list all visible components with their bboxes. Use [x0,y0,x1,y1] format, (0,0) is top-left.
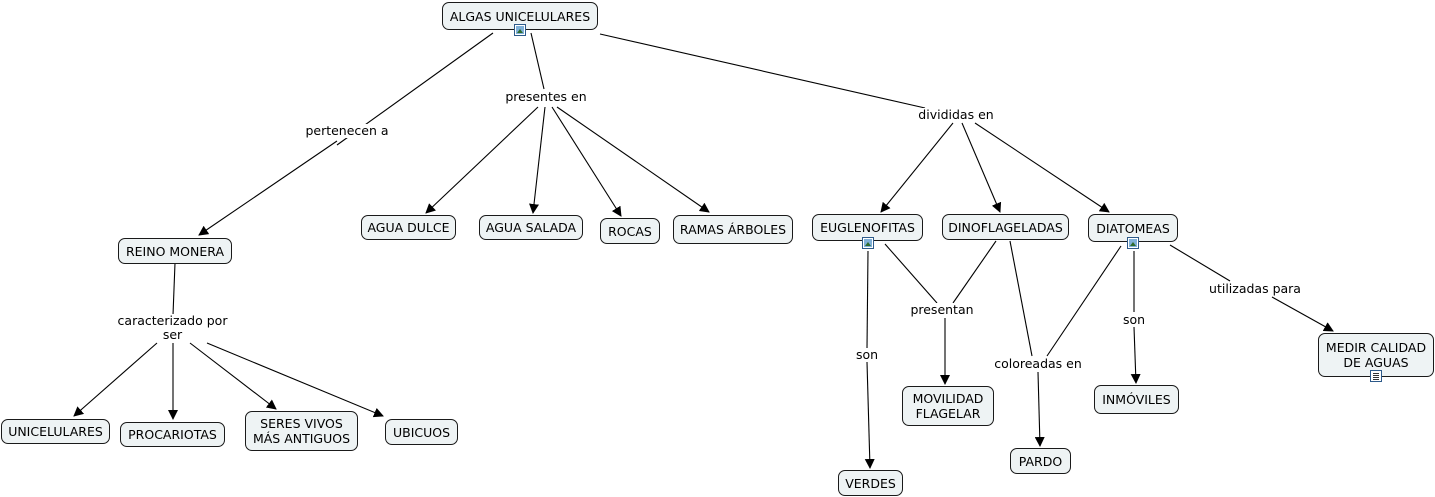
concept-inmoviles[interactable]: INMÓVILES [1094,385,1179,414]
concept-rocas[interactable]: ROCAS [600,218,660,244]
concept-diatomeas[interactable]: DIATOMEAS [1088,214,1178,242]
concept-label: VERDES [845,475,896,491]
link-divididas-en: divididas en [916,108,996,122]
concept-label: ALGAS UNICELULARES [449,8,591,24]
concept-reino-monera[interactable]: REINO MONERA [118,238,232,264]
link-utilizadas-para: utilizadas para [1205,282,1305,296]
concept-label: DIATOMEAS [1096,220,1170,236]
concept-label: UNICELULARES [8,424,103,439]
concept-medir-calidad-de-aguas[interactable]: MEDIR CALIDAD DE AGUAS [1318,333,1434,377]
concept-label: AGUA DULCE [367,220,450,235]
concept-unicelulares[interactable]: UNICELULARES [1,419,110,444]
link-son-euglenofitas: son [853,348,881,362]
concept-label: SERES VIVOS MÁS ANTIGUOS [252,416,351,446]
link-presentan: presentan [907,303,977,317]
concept-label: PARDO [1018,453,1063,469]
concept-label: INMÓVILES [1102,392,1171,407]
link-pertenecen-a: pertenecen a [305,123,389,138]
concept-label: PROCARIOTAS [128,427,217,442]
concept-dinoflageladas[interactable]: DINOFLAGELADAS [942,214,1069,240]
concept-label: MOVILIDAD FLAGELAR [912,391,984,421]
concept-agua-salada[interactable]: AGUA SALADA [479,215,583,240]
concept-label: AGUA SALADA [485,220,577,235]
concept-verdes[interactable]: VERDES [838,470,903,496]
link-coloreadas-en: coloreadas en [992,357,1084,371]
concept-label: ROCAS [608,223,652,239]
concept-label: EUGLENOFITAS [820,220,915,235]
link-presentes-en: presentes en [503,90,589,104]
concept-ramas-arboles[interactable]: RAMAS ÁRBOLES [673,215,793,244]
link-caracterizado-por-ser: caracterizado por ser [115,314,230,342]
link-son-diatomeas: son [1120,313,1148,327]
document-resource-icon[interactable] [1370,370,1382,382]
concept-label: RAMAS ÁRBOLES [679,222,787,237]
concept-ubicuos[interactable]: UBICUOS [385,419,458,445]
concept-algas-unicelulares[interactable]: ALGAS UNICELULARES [442,2,598,30]
concept-label: UBICUOS [392,424,451,440]
image-resource-icon[interactable] [514,24,526,36]
concept-procariotas[interactable]: PROCARIOTAS [120,422,225,447]
concept-seres-vivos-mas-antiguos[interactable]: SERES VIVOS MÁS ANTIGUOS [245,411,358,451]
concept-pardo[interactable]: PARDO [1010,448,1071,474]
image-resource-icon[interactable] [862,237,874,249]
image-resource-icon[interactable] [1127,237,1139,249]
concept-agua-dulce[interactable]: AGUA DULCE [361,215,456,240]
concept-label: DINOFLAGELADAS [948,219,1063,235]
concept-label: MEDIR CALIDAD DE AGUAS [1325,340,1427,370]
concept-label: REINO MONERA [125,243,225,259]
concept-movilidad-flagelar[interactable]: MOVILIDAD FLAGELAR [902,386,994,426]
